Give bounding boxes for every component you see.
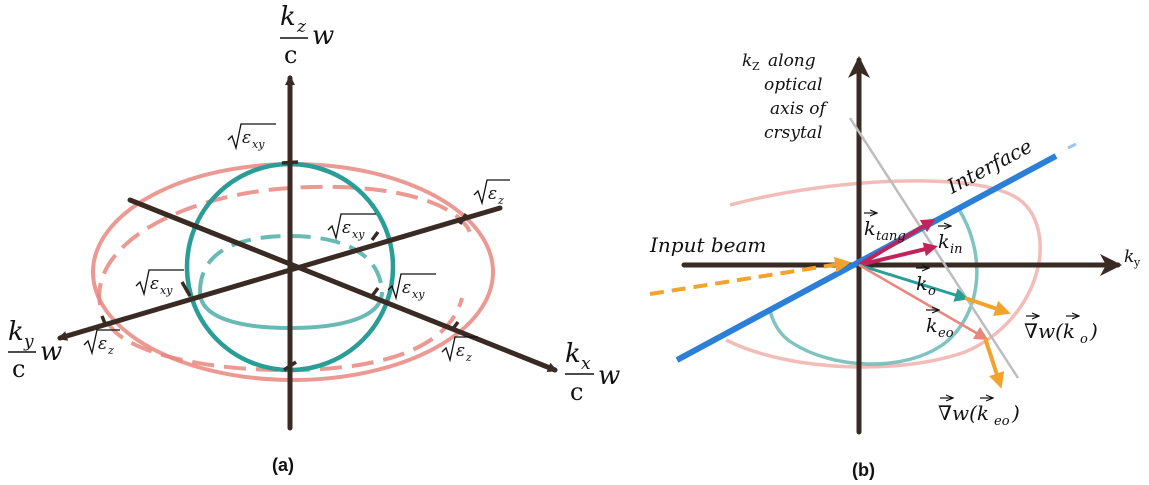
svg-text:eo: eo bbox=[938, 326, 954, 341]
tick-mid bbox=[370, 230, 380, 242]
svg-text:tang: tang bbox=[876, 229, 906, 244]
o-circle-arc bbox=[768, 207, 979, 366]
axis-x-line bbox=[127, 197, 558, 373]
caption-b: (b) bbox=[852, 460, 875, 480]
kz-axis-label: k Z along optical axis of crsytal bbox=[742, 51, 829, 143]
svg-text:k: k bbox=[938, 231, 950, 253]
svg-text:xy: xy bbox=[252, 138, 265, 151]
sqrt-eps-xy-top: ε xy bbox=[227, 123, 276, 151]
input-beam-arrow bbox=[649, 256, 851, 296]
svg-text:ε: ε bbox=[488, 184, 497, 204]
axis-y-label: k y c w bbox=[8, 317, 62, 383]
svg-text:c: c bbox=[12, 355, 25, 383]
svg-text:x: x bbox=[581, 354, 591, 374]
svg-text:k: k bbox=[916, 273, 928, 295]
k-in-arrow bbox=[858, 242, 938, 267]
svg-text:k: k bbox=[8, 317, 24, 347]
svg-text:xy: xy bbox=[352, 228, 365, 241]
tick-upper-right bbox=[458, 213, 468, 225]
svg-text:y: y bbox=[1133, 256, 1141, 269]
svg-text:w: w bbox=[312, 21, 334, 51]
tick-y-inner bbox=[180, 281, 192, 297]
svg-text:o: o bbox=[928, 284, 936, 299]
svg-text:ε: ε bbox=[402, 278, 411, 298]
svg-text:w: w bbox=[40, 337, 62, 367]
k-in-label: k in bbox=[938, 226, 963, 257]
input-beam-label: Input beam bbox=[649, 233, 766, 257]
tick-x-inner bbox=[370, 286, 380, 298]
svg-text:k: k bbox=[926, 315, 938, 337]
ky-axis-label: k y bbox=[1124, 247, 1141, 269]
axis-z-label: k z c w bbox=[280, 2, 334, 69]
svg-text:z: z bbox=[465, 351, 472, 364]
svg-text:∇w(k: ∇w(k bbox=[938, 401, 989, 425]
tick-z-bottom bbox=[283, 360, 297, 372]
sqrt-eps-xy-left: ε xy bbox=[135, 269, 184, 297]
svg-text:o: o bbox=[1080, 332, 1088, 347]
svg-text:optical: optical bbox=[764, 75, 822, 95]
panel-a: k z c w k y c w k x c w ε xy ε bbox=[8, 2, 620, 475]
svg-text:∇w(k: ∇w(k bbox=[1024, 319, 1075, 343]
sqrt-eps-xy-right: ε xy bbox=[387, 273, 436, 301]
svg-text:k: k bbox=[742, 51, 752, 71]
svg-text:xy: xy bbox=[160, 284, 173, 297]
caption-a: (a) bbox=[272, 455, 294, 475]
svg-text:Z: Z bbox=[752, 60, 760, 73]
tick-x-outer bbox=[450, 320, 460, 332]
sphere-equator-back bbox=[198, 233, 384, 293]
sqrt-eps-z-right: ε z bbox=[441, 336, 478, 364]
grad-eo-arrow bbox=[983, 337, 1005, 389]
grad-eo-label: ∇w(k eo ) bbox=[938, 398, 1020, 429]
svg-text:c: c bbox=[570, 378, 583, 406]
svg-text:along: along bbox=[768, 51, 816, 71]
svg-text:k: k bbox=[864, 218, 876, 240]
interface-line bbox=[675, 153, 1058, 363]
svg-text:axis of: axis of bbox=[770, 99, 829, 119]
svg-text:ε: ε bbox=[456, 341, 465, 361]
svg-text:z: z bbox=[497, 194, 504, 207]
svg-text:ε: ε bbox=[242, 128, 251, 148]
tick-z-top bbox=[281, 160, 299, 165]
k-o-label: k o bbox=[916, 268, 936, 299]
axis-y-line bbox=[57, 205, 503, 341]
k-o-arrow bbox=[858, 263, 969, 302]
sqrt-eps-z-upper-right: ε z bbox=[473, 179, 510, 207]
svg-text:z: z bbox=[107, 344, 114, 357]
sqrt-eps-xy-mid: ε xy bbox=[327, 213, 376, 241]
svg-text:crsytal: crsytal bbox=[764, 123, 822, 143]
svg-text:): ) bbox=[1011, 401, 1020, 425]
svg-text:z: z bbox=[296, 17, 307, 37]
svg-text:ε: ε bbox=[98, 334, 107, 354]
axis-x-label: k x c w bbox=[565, 339, 620, 406]
svg-text:k: k bbox=[1124, 247, 1134, 267]
svg-text:xy: xy bbox=[412, 288, 425, 301]
svg-text:in: in bbox=[950, 242, 963, 257]
k-eo-label: k eo bbox=[926, 310, 954, 341]
outer-ellipse-front bbox=[91, 162, 495, 382]
svg-text:k: k bbox=[565, 339, 581, 369]
svg-text:c: c bbox=[284, 41, 297, 69]
grad-o-arrow bbox=[964, 296, 1011, 317]
svg-text:k: k bbox=[280, 2, 296, 32]
panel-b: k Z along optical axis of crsytal k y In… bbox=[649, 51, 1141, 480]
tick-y-outer bbox=[100, 315, 108, 327]
svg-text:ε: ε bbox=[150, 274, 159, 294]
sqrt-eps-z-left: ε z bbox=[83, 329, 120, 357]
interface-line-faint bbox=[1067, 142, 1077, 150]
svg-text:y: y bbox=[23, 332, 34, 352]
k-tang-arrow bbox=[857, 218, 936, 267]
svg-text:): ) bbox=[1089, 319, 1098, 343]
svg-text:w: w bbox=[598, 361, 620, 391]
svg-text:ε: ε bbox=[342, 218, 351, 238]
k-eo-arrow bbox=[858, 263, 989, 341]
svg-text:eo: eo bbox=[994, 414, 1010, 429]
grad-o-label: ∇w(k o ) bbox=[1024, 316, 1098, 347]
k-tang-label: k tang bbox=[864, 213, 906, 244]
